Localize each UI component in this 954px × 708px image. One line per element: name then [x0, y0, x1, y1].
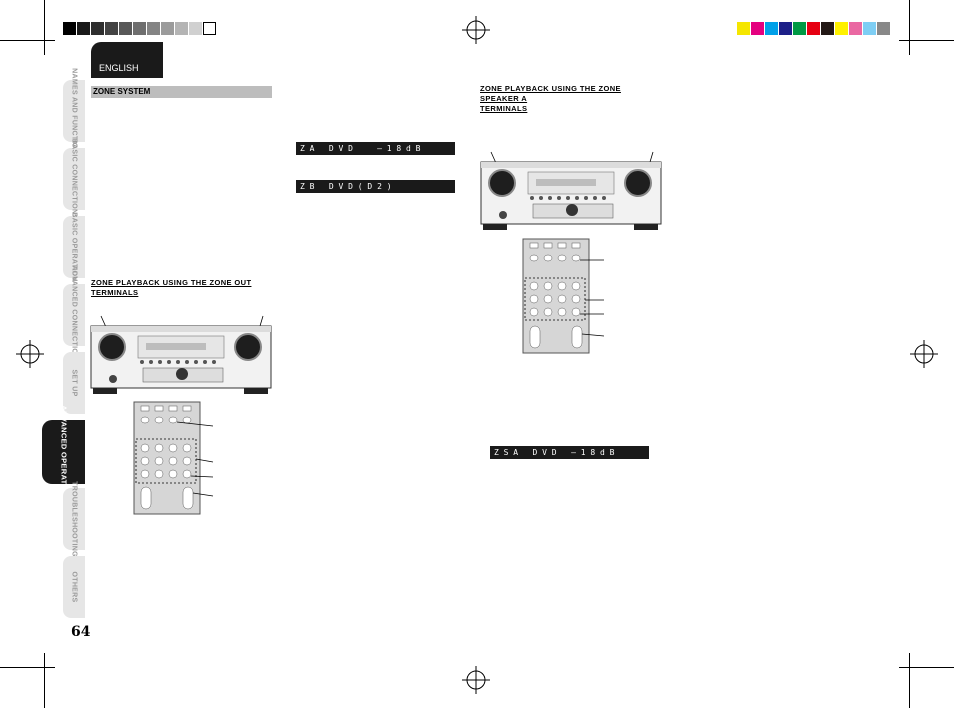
side-tab-advanced-operation[interactable]: ADVANCED OPERATION: [42, 405, 85, 499]
language-tab: ENGLISH: [91, 42, 163, 78]
heading-line: ZONE PLAYBACK USING THE ZONE SPEAKER A: [480, 84, 621, 103]
section-title-bar: ZONE SYSTEM: [91, 86, 272, 98]
side-tab-basic-connections[interactable]: BASIC CONNECTIONS: [63, 139, 85, 219]
heading-line: ZONE PLAYBACK USING THE ZONE OUT: [91, 278, 252, 287]
side-tab-label: OTHERS: [70, 571, 78, 603]
side-tab-advanced-connections[interactable]: ADVANCED CONNECTIONS: [63, 266, 85, 364]
fl-display-zone-a: Z A D V D – 1 8 d B: [296, 142, 455, 155]
section-title: ZONE SYSTEM: [93, 87, 151, 96]
fl-display-zone-b: Z B D V D ( D 2 ): [296, 180, 455, 193]
side-tab-label: BASIC CONNECTIONS: [70, 138, 78, 220]
fl-display-zone-speaker-a: Z S A D V D – 1 8 d B: [490, 446, 649, 459]
side-tab-others[interactable]: OTHERS: [63, 556, 85, 618]
heading-line: TERMINALS: [480, 104, 528, 113]
remote-control-illustration: [522, 238, 605, 354]
receiver-illustration: [90, 315, 272, 394]
heading-line: TERMINALS: [91, 288, 139, 297]
side-tab-label: ADVANCED OPERATION: [59, 405, 68, 499]
side-tab-label: TROUBLESHOOTING: [70, 481, 78, 557]
side-tab-label: SET UP: [70, 369, 78, 397]
side-tab-label: ADVANCED CONNECTIONS: [70, 265, 78, 365]
side-tab-basic-operation[interactable]: BASIC OPERATION: [63, 212, 85, 282]
side-tab-names-and-function[interactable]: NAMES AND FUNCTION: [63, 68, 85, 154]
language-label: ENGLISH: [99, 63, 139, 73]
zone-speaker-heading: ZONE PLAYBACK USING THE ZONE SPEAKER A T…: [480, 84, 662, 114]
remote-control-illustration: [133, 401, 214, 515]
receiver-illustration: [480, 151, 662, 230]
side-tab-troubleshooting[interactable]: TROUBLESHOOTING: [63, 481, 85, 557]
side-tab-set-up[interactable]: SET UP: [63, 352, 85, 414]
page-number: 64: [71, 624, 91, 640]
zone-out-heading: ZONE PLAYBACK USING THE ZONE OUT TERMINA…: [91, 278, 273, 298]
